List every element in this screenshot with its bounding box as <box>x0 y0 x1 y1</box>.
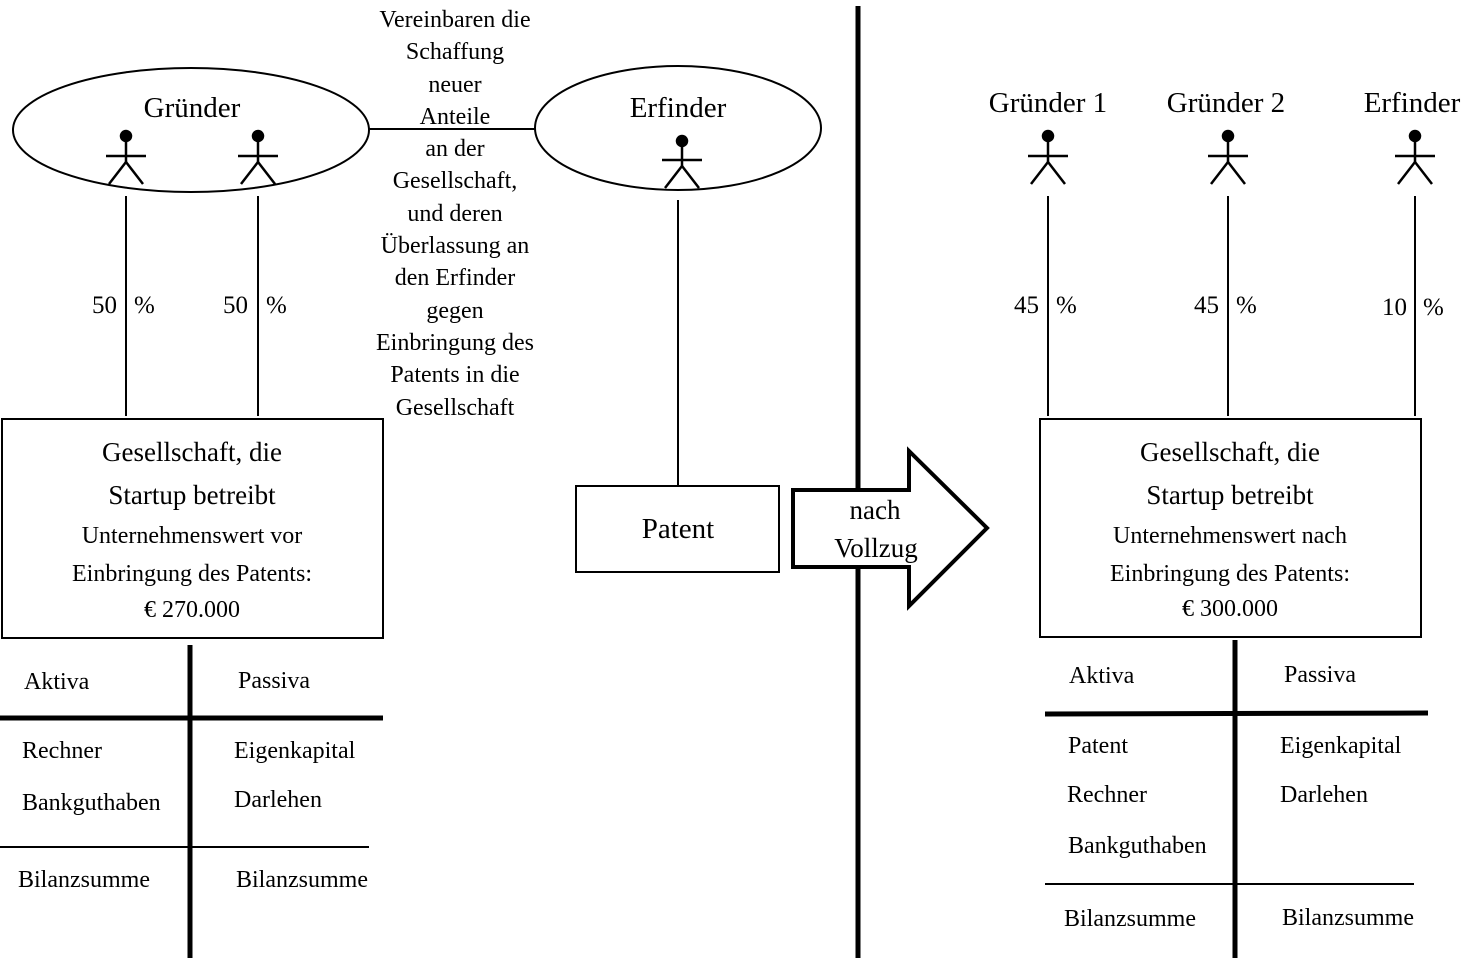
company-after-value: € 300.000 <box>1182 596 1278 622</box>
company-before-line2: Startup betreibt <box>108 480 276 510</box>
inventor-right-figure <box>1395 129 1435 185</box>
agreement-line: gegen <box>426 297 484 324</box>
founders-label: Gründer <box>143 92 241 124</box>
founder-2-figure <box>1208 129 1248 185</box>
agreement-line: Gesellschaft <box>395 394 515 421</box>
aktiva-header-right: Aktiva <box>1069 663 1135 689</box>
passiva-item-right: Darlehen <box>1280 782 1368 808</box>
aktiva-item-left: Rechner <box>22 738 102 764</box>
patent-box <box>575 485 780 573</box>
passiva-header-right: Passiva <box>1284 662 1356 688</box>
inventor-right-label: Erfinder <box>1363 87 1461 119</box>
company-box-after <box>1039 418 1422 638</box>
company-after-line1: Gesellschaft, die <box>1140 437 1320 467</box>
aktiva-item-right: Rechner <box>1067 782 1147 808</box>
nach-vollzug-arrow <box>791 446 990 611</box>
founder-2-label: Gründer 2 <box>1166 87 1286 119</box>
agreement-line: Anteile <box>419 103 491 130</box>
arrow-line2: Vollzug <box>834 533 918 563</box>
aktiva-header-left: Aktiva <box>24 669 90 695</box>
agreement-line: an der <box>425 136 485 163</box>
company-after-line2: Startup betreibt <box>1146 480 1314 510</box>
inventor-figure <box>662 134 702 189</box>
passiva-item-left: Darlehen <box>234 787 322 813</box>
passiva-item-right: Eigenkapital <box>1280 733 1402 759</box>
share-right-3-percent: % <box>1423 294 1444 321</box>
founder-1-label: Gründer 1 <box>988 87 1108 119</box>
agreement-text: Vereinbaren die Schaffung neuer Anteile … <box>355 4 555 424</box>
company-box-before <box>1 418 384 639</box>
share-1-percent: % <box>134 292 155 319</box>
share-right-2-percent: % <box>1236 292 1257 319</box>
company-after-line3: Unternehmenswert nach <box>1113 523 1347 549</box>
agreement-line: Vereinbaren die <box>379 7 531 33</box>
agreement-line: den Erfinder <box>394 265 516 292</box>
share-2-value: 50 <box>223 292 248 319</box>
share-1-value: 50 <box>92 292 117 319</box>
share-2-percent: % <box>266 292 287 319</box>
arrow-line1: nach <box>849 495 901 525</box>
patent-label: Patent <box>641 513 715 545</box>
company-before-value: € 270.000 <box>144 597 240 623</box>
inventor-label: Erfinder <box>629 92 727 124</box>
share-right-1-percent: % <box>1056 292 1077 319</box>
founders-ellipse <box>12 67 370 193</box>
aktiva-item-right: Bankguthaben <box>1068 833 1207 859</box>
company-after-line4: Einbringung des Patents: <box>1110 561 1350 587</box>
agreement-line: neuer <box>428 71 482 98</box>
total-right-aktiva: Bilanzsumme <box>1064 906 1196 932</box>
total-left-passiva: Bilanzsumme <box>236 867 368 893</box>
founder-1-figure <box>1028 129 1068 185</box>
founder-figure-2 <box>238 129 278 185</box>
aktiva-item-left: Bankguthaben <box>22 790 161 816</box>
share-right-1-value: 45 <box>1014 292 1039 319</box>
agreement-line: Gesellschaft, <box>392 168 518 195</box>
agreement-line: Einbringung des <box>376 329 534 356</box>
agreement-line: Überlassung an <box>380 233 530 260</box>
agreement-line: Schaffung <box>405 39 505 66</box>
agreement-line: Patents in die <box>390 362 520 389</box>
founder-figure-1 <box>106 129 146 185</box>
total-left-aktiva: Bilanzsumme <box>18 867 150 893</box>
company-before-line1: Gesellschaft, die <box>102 437 282 467</box>
aktiva-item-right: Patent <box>1068 733 1128 759</box>
company-before-line4: Einbringung des Patents: <box>72 561 312 587</box>
share-right-3-value: 10 <box>1382 294 1407 321</box>
company-before-line3: Unternehmenswert vor <box>81 523 303 549</box>
share-right-2-value: 45 <box>1194 292 1219 319</box>
agreement-line: und deren <box>407 200 503 227</box>
passiva-item-left: Eigenkapital <box>234 738 356 764</box>
passiva-header-left: Passiva <box>238 668 310 694</box>
total-right-passiva: Bilanzsumme <box>1282 905 1414 931</box>
